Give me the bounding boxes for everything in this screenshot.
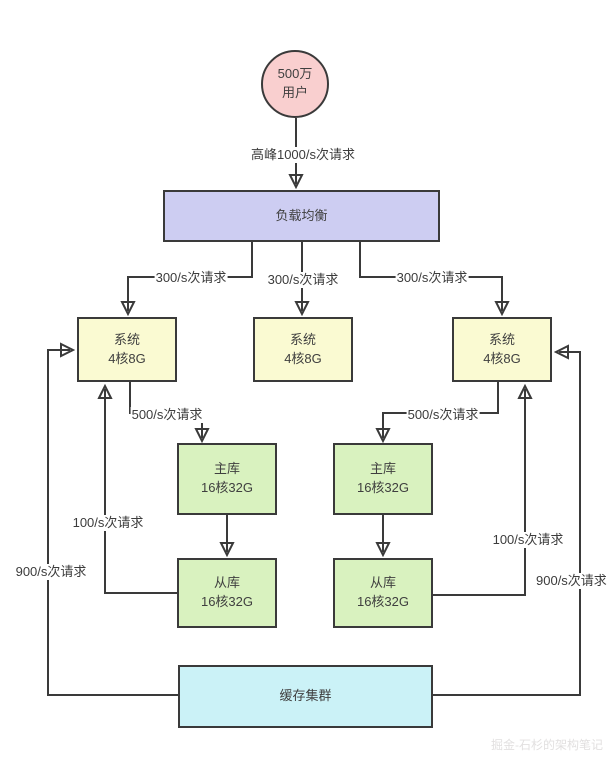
node-replica-db-right-line2: 16核32G xyxy=(356,594,410,609)
node-primary-db-left-line2: 16核32G xyxy=(200,480,254,495)
edge-label-500-right: 500/s次请求 xyxy=(406,407,480,424)
node-users-line1: 500万 xyxy=(277,66,313,82)
node-primary-db-right-line1: 主库 xyxy=(369,461,396,477)
node-primary-db-right-line2: 16核32G xyxy=(356,480,410,495)
edge-label-300-mid: 300/s次请求 xyxy=(266,272,340,289)
node-load-balancer-label: 负载均衡 xyxy=(275,207,328,223)
node-replica-db-left-line2: 16核32G xyxy=(200,594,254,609)
node-cache-cluster-label: 缓存集群 xyxy=(279,688,332,704)
node-system-left-line2: 4核8G xyxy=(108,350,146,366)
edge-label-100-left: 100/s次请求 xyxy=(71,515,145,532)
node-primary-db-right: 主库 16核32G xyxy=(333,443,433,515)
node-system-right-line1: 系统 xyxy=(488,331,515,347)
edge-replica-left-to-system-left xyxy=(105,389,177,594)
node-cache-cluster: 缓存集群 xyxy=(178,665,433,728)
node-replica-db-left: 从库 16核32G xyxy=(177,558,277,628)
node-system-left-line1: 系统 xyxy=(113,331,140,347)
edge-replica-right-to-system-right xyxy=(433,389,525,596)
edge-label-900-left: 900/s次请求 xyxy=(14,564,88,581)
edge-label-500-left: 500/s次请求 xyxy=(130,407,204,424)
edge-label-peak-requests: 高峰1000/s次请求 xyxy=(249,147,357,164)
node-replica-db-right: 从库 16核32G xyxy=(333,558,433,628)
node-replica-db-left-line1: 从库 xyxy=(213,575,240,591)
node-replica-db-right-line1: 从库 xyxy=(369,575,396,591)
node-system-right: 系统 4核8G xyxy=(452,317,552,382)
edge-label-900-right: 900/s次请求 xyxy=(535,573,608,590)
node-users-line2: 用户 xyxy=(281,85,308,100)
node-system-mid-line1: 系统 xyxy=(289,331,316,347)
watermark: 掘金-石杉的架构笔记 xyxy=(491,738,603,752)
node-primary-db-left: 主库 16核32G xyxy=(177,443,277,515)
node-users: 500万 用户 xyxy=(261,50,329,118)
node-system-mid-line2: 4核8G xyxy=(284,350,322,366)
edge-cache-to-system-left xyxy=(47,350,178,696)
node-load-balancer: 负载均衡 xyxy=(163,190,440,242)
edge-cache-to-system-right xyxy=(433,352,581,696)
node-system-left: 系统 4核8G xyxy=(77,317,177,382)
node-system-right-line2: 4核8G xyxy=(483,350,521,366)
edge-label-100-right: 100/s次请求 xyxy=(491,532,565,549)
node-system-mid: 系统 4核8G xyxy=(253,317,353,382)
node-primary-db-left-line1: 主库 xyxy=(213,461,240,477)
edge-label-300-left: 300/s次请求 xyxy=(154,270,228,287)
edge-label-300-right: 300/s次请求 xyxy=(395,270,469,287)
